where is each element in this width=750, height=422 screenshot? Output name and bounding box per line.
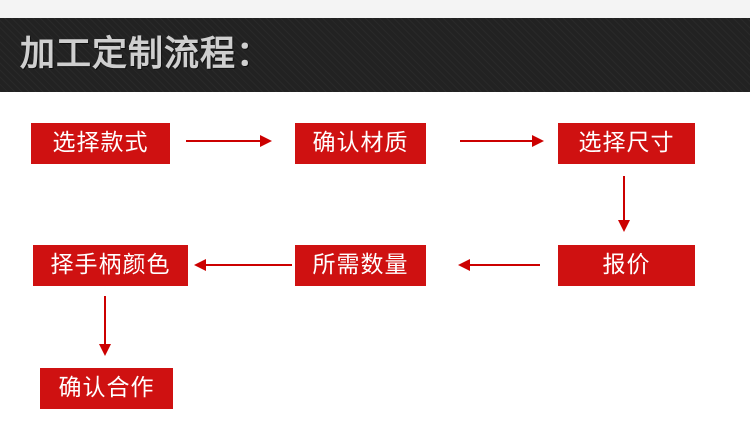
arrow-down-icon-handle-to-cooperation: [96, 296, 114, 356]
flow-step-quotation[interactable]: 报价: [558, 245, 695, 286]
flow-step-select-size[interactable]: 选择尺寸: [558, 123, 695, 164]
flow-step-select-style[interactable]: 选择款式: [31, 123, 170, 164]
flow-step-confirm-cooperation[interactable]: 确认合作: [40, 368, 173, 409]
arrow-left-icon-quantity-to-handle: [194, 256, 292, 274]
flow-step-required-quantity[interactable]: 所需数量: [295, 245, 426, 286]
flow-step-confirm-material[interactable]: 确认材质: [295, 123, 426, 164]
header-banner: 加工定制流程：: [0, 18, 750, 92]
page-title: 加工定制流程：: [20, 34, 273, 75]
arrow-down-icon-size-to-quotation: [615, 176, 633, 232]
arrow-right-icon-material-to-size: [460, 132, 544, 150]
arrow-left-icon-quotation-to-quantity: [458, 256, 540, 274]
flow-step-select-handle-color[interactable]: 择手柄颜色: [33, 245, 188, 286]
top-strip: [0, 0, 750, 18]
arrow-right-icon-style-to-material: [186, 132, 272, 150]
